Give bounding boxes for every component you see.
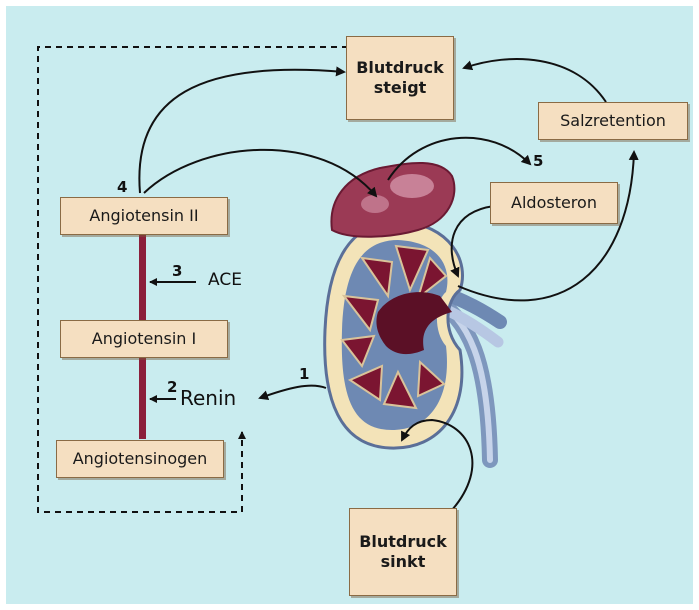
box-angiotensin-i: Angiotensin I bbox=[60, 320, 228, 358]
bp-falls-line1: Blutdruck bbox=[359, 532, 447, 552]
aldosterone-label: Aldosteron bbox=[511, 193, 597, 213]
bp-falls-line2: sinkt bbox=[381, 552, 426, 572]
renin-label: Renin bbox=[180, 386, 236, 410]
salt-retention-label: Salzretention bbox=[560, 111, 666, 131]
box-aldosterone: Aldosteron bbox=[490, 182, 618, 224]
angiotensin-ii-label: Angiotensin II bbox=[89, 206, 198, 226]
box-salt-retention: Salzretention bbox=[538, 102, 688, 140]
bp-rises-line2: steigt bbox=[374, 78, 427, 98]
bp-rises-line1: Blutdruck bbox=[356, 58, 444, 78]
step-number-5: 5 bbox=[533, 152, 543, 170]
step-number-1: 1 bbox=[299, 365, 309, 383]
box-angiotensinogen: Angiotensinogen bbox=[56, 440, 224, 478]
box-bp-falls: Blutdruck sinkt bbox=[349, 508, 457, 596]
box-bp-rises: Blutdruck steigt bbox=[346, 36, 454, 120]
step-number-4: 4 bbox=[117, 178, 127, 196]
angiotensin-i-label: Angiotensin I bbox=[92, 329, 196, 349]
ace-label: ACE bbox=[208, 270, 242, 290]
step-number-3: 3 bbox=[172, 262, 182, 280]
step-number-2: 2 bbox=[167, 378, 177, 396]
box-angiotensin-ii: Angiotensin II bbox=[60, 197, 228, 235]
angiotensinogen-label: Angiotensinogen bbox=[73, 449, 208, 469]
